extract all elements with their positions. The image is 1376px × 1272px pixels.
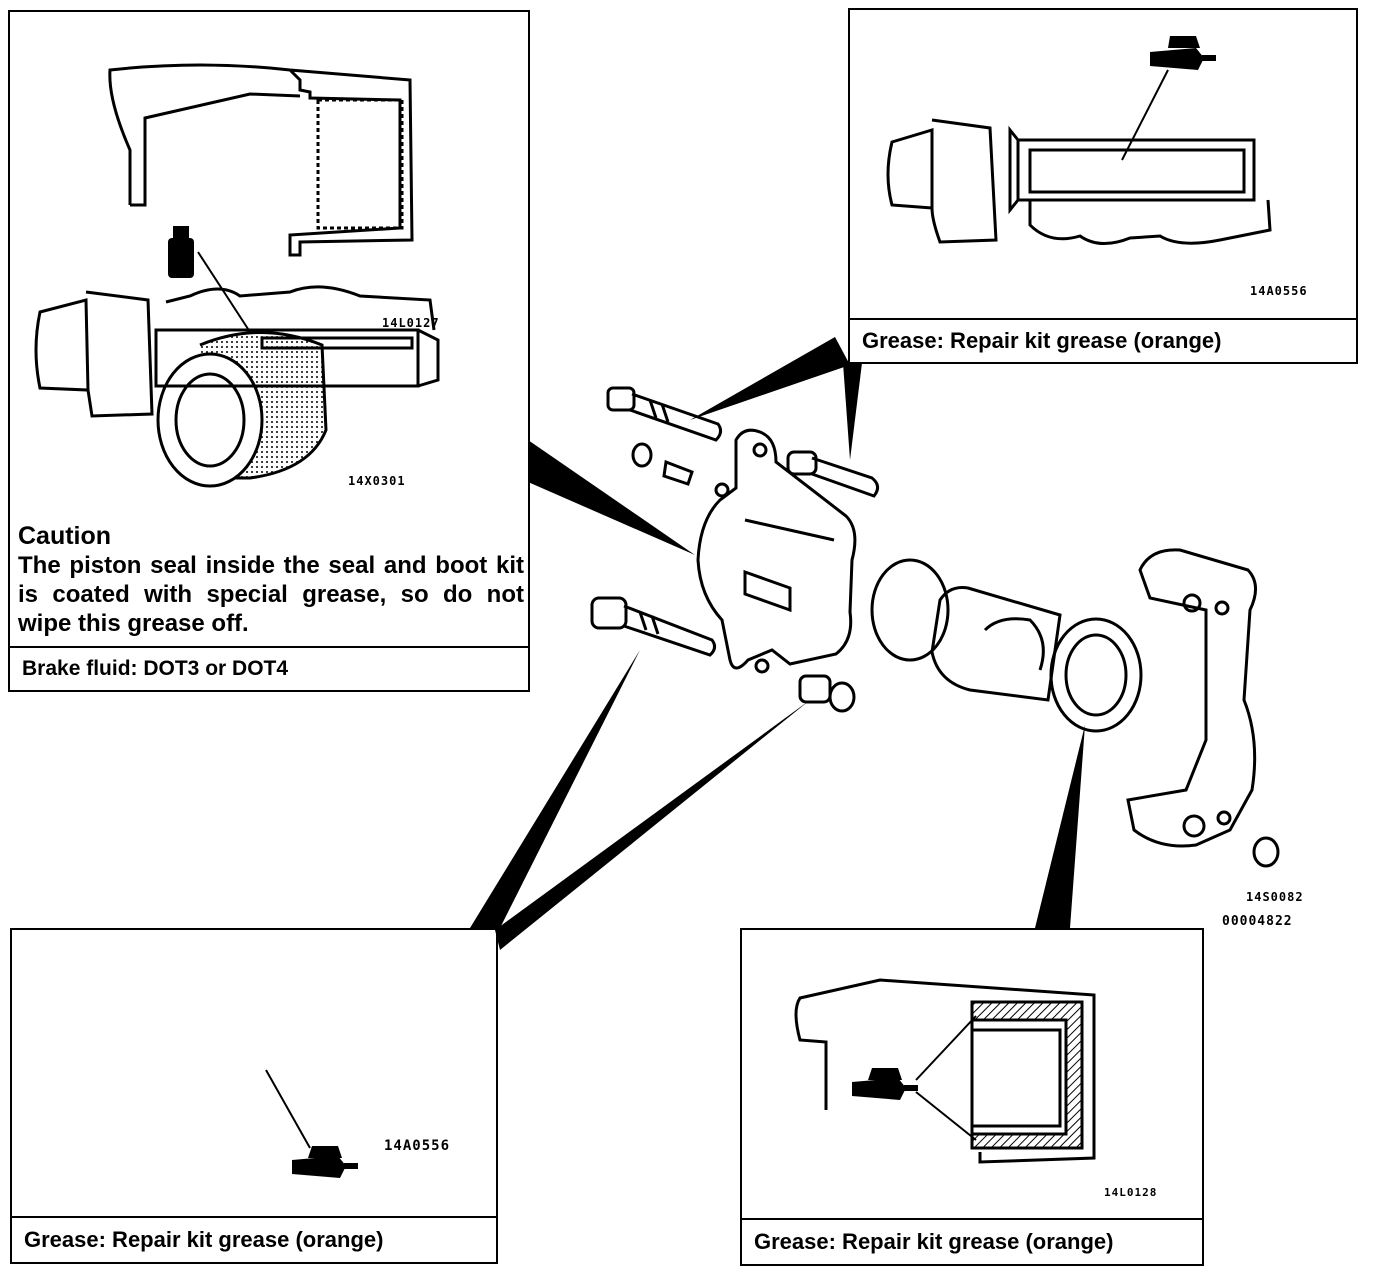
guide-pin-section-upper [886, 118, 1272, 245]
caliper-body [696, 428, 857, 674]
grease-leader-lower [265, 1069, 311, 1149]
piston-bore-section [108, 63, 414, 257]
grease-label: Grease: Repair kit grease (orange) [742, 1218, 1202, 1264]
leader-bottom-right [1035, 725, 1085, 928]
piston-boot [1049, 617, 1143, 733]
guide-pin-bolt-lower [590, 596, 717, 657]
main-ref-code-2: 00004822 [1222, 914, 1293, 929]
fluid-leader [197, 251, 251, 333]
caution-text: The piston seal inside the seal and boot… [18, 552, 524, 637]
grease-leader-upper [1121, 69, 1169, 161]
grease-tube-icon [1150, 36, 1216, 70]
leader-top-right-a [690, 337, 850, 420]
leader-bottom-left-b [495, 700, 810, 950]
grease-tube-icon [292, 1146, 358, 1178]
leader-bottom-left-a [470, 650, 640, 928]
brake-fluid-bottle-icon [168, 226, 194, 278]
grease-label: Grease: Repair kit grease (orange) [850, 318, 1356, 362]
guide-pin-bolt-upper [606, 386, 723, 442]
panel-guide-pin-upper: 14A0556 Grease: Repair kit grease (orang… [848, 8, 1358, 364]
grease-tube-icon [852, 1068, 918, 1100]
boot-seal-section [794, 978, 1096, 1164]
piston [930, 586, 1062, 702]
bleeder-cap [631, 442, 694, 486]
guide-pin-upper [786, 450, 879, 498]
grease-label: Grease: Repair kit grease (orange) [12, 1216, 496, 1262]
guide-pin-section-lower [34, 285, 440, 418]
dust-cap [1252, 836, 1280, 868]
piston-seal-ring [870, 558, 950, 662]
brake-fluid-label: Brake fluid: DOT3 or DOT4 [10, 646, 528, 690]
ref-code: 14A0556 [1250, 284, 1308, 298]
leader-top-right-b [843, 363, 862, 460]
panel-piston-caution: 14L0127 14X0301 Caution The piston seal … [8, 10, 530, 692]
leader-lines [470, 337, 1085, 950]
caution-title: Caution [18, 522, 112, 550]
leader-top-left [528, 440, 695, 555]
ref-code: 14A0556 [384, 1138, 451, 1154]
panel-guide-pin-lower: 14A0556 Grease: Repair kit grease (orang… [10, 928, 498, 1264]
ref-code: 14L0128 [1104, 1186, 1158, 1199]
ref-code-2: 14X0301 [348, 474, 406, 488]
main-ref-code-1: 14S0082 [1246, 890, 1304, 904]
ref-code-1: 14L0127 [382, 316, 440, 330]
caution-note: Caution The piston seal inside the seal … [18, 522, 524, 638]
panel-boot-seal: 14L0128 Grease: Repair kit grease (orang… [740, 928, 1204, 1266]
grease-leaders-seal [915, 1015, 977, 1141]
guide-pin-lower [798, 674, 856, 713]
caliper-support [1126, 548, 1257, 848]
